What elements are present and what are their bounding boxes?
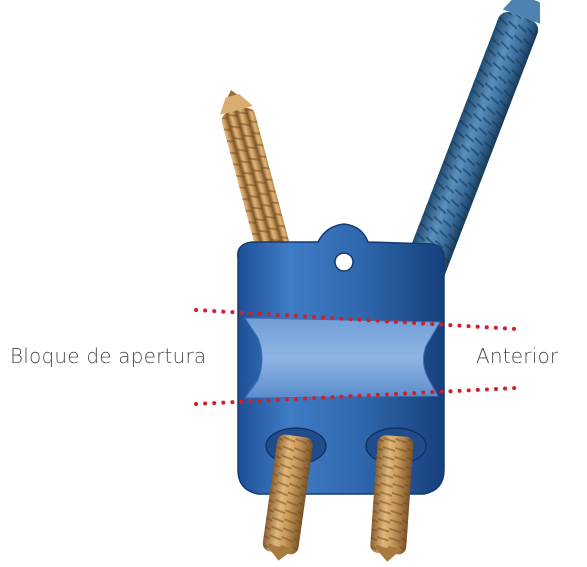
opening-block-label: Bloque de apertura [10,344,206,368]
anterior-label: Anterior [476,344,558,368]
bone-plate-illustration [238,224,444,494]
